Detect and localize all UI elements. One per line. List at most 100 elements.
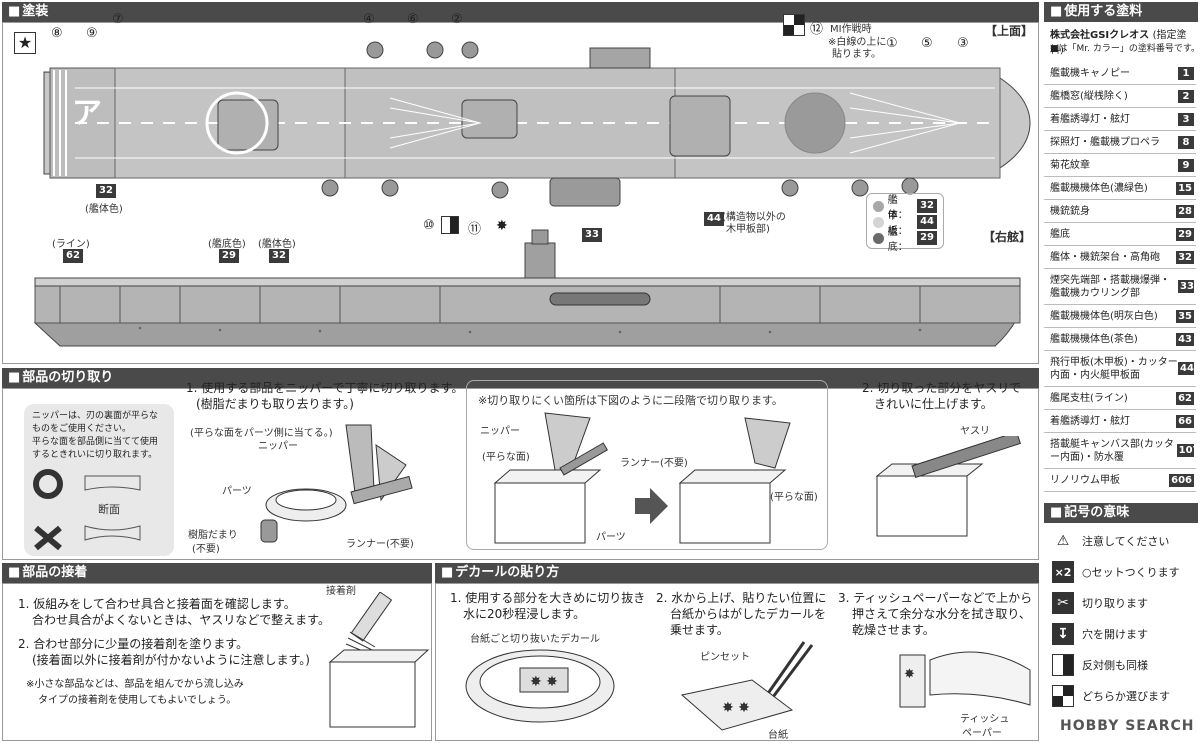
side-view-ship [33, 229, 1021, 347]
paints-note: ■は「Mr. カラー」の塗料番号です。 [1050, 44, 1200, 54]
line-label: (ライン) [52, 239, 90, 250]
watermark: HOBBY SEARCH [1060, 718, 1195, 734]
paint-row: 煙突先端部・搭載機爆弾・艦載機カウリング部 33 [1044, 269, 1196, 305]
paint-code: 33 [1178, 280, 1194, 293]
flat-label-2: (平らな面) [482, 452, 530, 463]
paint-name: 煙突先端部・搭載機爆弾・艦載機カウリング部 [1050, 274, 1170, 299]
legend-hull-code: 32 [917, 199, 937, 213]
bottom-swatch [873, 232, 884, 244]
deck-letter: ア [72, 96, 102, 131]
paint-name: 艦橋窓(縦桟除く) [1050, 90, 1128, 102]
nipper-note-4: するときれいに切り取れます。 [32, 450, 158, 460]
mi-note-1: ※白線の上に [828, 37, 887, 48]
part-label: パーツ [222, 486, 252, 497]
paint-name: 探照灯・艦載機プロペラ [1050, 136, 1160, 148]
paint-code: 29 [1176, 227, 1194, 241]
paint-name: 艦載機機体色(茶色) [1050, 333, 1138, 345]
paint-row: 艦底 29 [1044, 223, 1196, 246]
wood-deck-label-1: (構造物以外の [722, 212, 786, 223]
opposite-icon [1052, 654, 1074, 676]
paint-name: 艦載機キャノピー [1050, 67, 1130, 79]
two-step-box [466, 380, 828, 550]
paint-code: 107 [1176, 444, 1200, 457]
paint-code: 62 [1176, 391, 1194, 405]
legend-deck-label: 甲板： [887, 211, 908, 237]
symbol-choice: どちらか選びます [1052, 685, 1170, 707]
paints-header: 使用する塗料 [1044, 2, 1198, 22]
decal-step2c: 乗せます。 [670, 623, 729, 637]
marker-9: ⑨ [86, 26, 98, 41]
symbol-choice-label: どちらか選びます [1082, 690, 1170, 703]
nipper-label-2: ニッパー [480, 426, 520, 437]
paint-row: 着艦誘導灯・舷灯 3 [1044, 108, 1196, 131]
glue-step1a: 1. 仮組みをして合わせ具合と接着面を確認します。 [18, 597, 296, 611]
decal-sheet-label: 台紙ごと切り抜いたデカール [470, 634, 600, 645]
flat-label-3: (平らな面) [770, 492, 818, 503]
symbol-drill: ↧ 穴を開けます [1052, 623, 1148, 645]
paint-code: 66 [1176, 414, 1194, 428]
code-62: 62 [63, 249, 83, 263]
glue-step1b: 合わせ具合がよくないときは、ヤスリなどで整えます。 [32, 613, 330, 627]
top-view-ship [43, 41, 1031, 207]
cut-step2a: 2. 切り取った部分をヤスリで [862, 381, 1022, 395]
paints-company: 株式会社GSIクレオス (指定塗料) [1050, 26, 1200, 56]
glue-note2: タイプの接着剤を使用してもよいでしょう。 [38, 695, 237, 706]
code-29: 29 [219, 249, 239, 263]
code-33: 33 [582, 228, 602, 242]
symbol-drill-label: 穴を開けます [1082, 628, 1148, 641]
code-32-side: 32 [269, 249, 289, 263]
tissue-diagram: ✸ [899, 651, 1031, 708]
paint-name: 艦尾支柱(ライン) [1050, 392, 1128, 404]
symbol-warning: ⚠注意してください [1052, 530, 1170, 552]
designated-label: (指定塗料) [1050, 30, 1187, 56]
marker-12: ⑫ [810, 22, 824, 37]
water-dish-diagram: ✸ ✸ [465, 649, 615, 723]
cut-icon: ✂ [1052, 592, 1074, 614]
paint-row: 艦尾支柱(ライン) 62 [1044, 387, 1196, 410]
backing-label: 台紙 [768, 730, 788, 741]
nipper-note-3: 平らな面を部品側に当てて使用 [32, 437, 159, 447]
painting-header: 塗装 [2, 2, 1039, 22]
decal-step1a: 1. 使用する部分を大きめに切り抜き [450, 591, 646, 605]
choice-icon-top [783, 14, 805, 36]
file-label: ヤスリ [960, 426, 990, 437]
paint-code: 44 [1178, 362, 1194, 375]
two-step-note: ※切り取りにくい箇所は下図のように二段階で切り取ります。 [478, 394, 783, 407]
cut-step2b: きれいに仕上げます。 [874, 397, 993, 411]
paint-code: 35 [1176, 309, 1194, 323]
hull-color-label: (艦体色) [85, 204, 123, 215]
paint-code: 32 [1176, 250, 1194, 264]
paint-name: 艦載機機体色(明灰白色) [1050, 310, 1158, 322]
decal-section [435, 583, 1039, 741]
marker-8: ⑧ [51, 26, 63, 41]
drill-icon: ↧ [1052, 623, 1074, 645]
unneeded-label: (不要) [192, 544, 220, 555]
symbol-times2-label: ○セットつくります [1082, 566, 1180, 579]
paint-name: 艦載機機体色(濃緑色) [1050, 182, 1148, 194]
paint-row: 艦橋窓(縦桟除く)2 [1044, 85, 1196, 108]
cut-step1b: (樹脂だまりも取り去ります。) [196, 397, 354, 411]
paint-name: 艦底 [1050, 228, 1070, 240]
runner-label-2: ランナー(不要) [620, 458, 688, 469]
paint-name: 着艦誘導灯・舷灯 [1050, 113, 1130, 125]
paint-code: 3 [1178, 112, 1194, 126]
hull-color-label-2: (艦体色) [258, 239, 296, 250]
decal-step3c: 乾燥させます。 [852, 623, 935, 637]
paint-code: 15 [1176, 181, 1194, 195]
symbol-opposite-label: 反対側も同様 [1082, 659, 1148, 672]
nipper-label: ニッパー [258, 441, 298, 452]
decal-header: デカールの貼り方 [435, 563, 1039, 583]
glue-step2b: (接着面以外に接着剤が付かないように注意します。) [32, 653, 310, 667]
symbol-warning-label: 注意してください [1082, 535, 1170, 548]
runner-unneeded-label: ランナー(不要) [346, 539, 414, 550]
paint-code: 28 [1176, 204, 1194, 218]
glue-diagram [328, 592, 430, 728]
tissue-label-2: ペーパー [962, 728, 1002, 739]
svg-text:✸: ✸ [904, 667, 915, 682]
legend-hull-label: 艦体： [887, 195, 908, 221]
top-view-label: 【上面】 [985, 24, 1034, 38]
